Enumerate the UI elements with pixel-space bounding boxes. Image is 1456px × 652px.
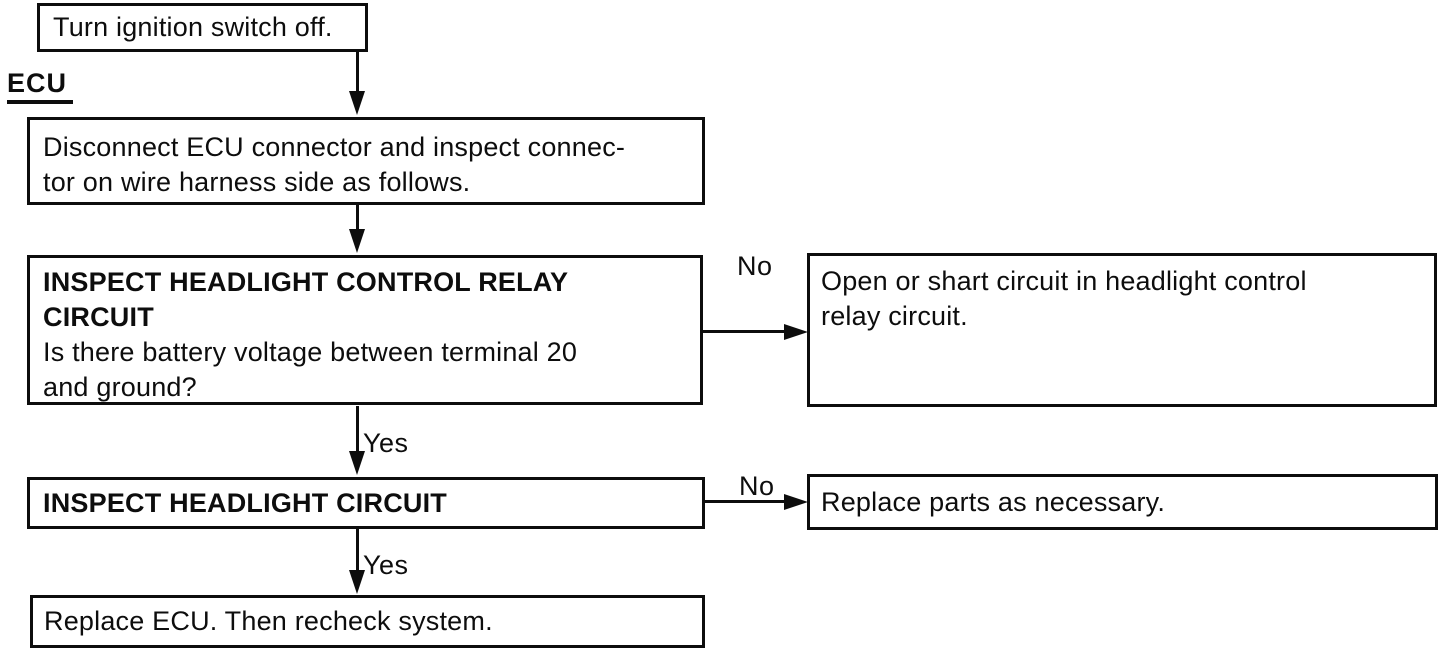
node-inspect-headlight-title: INSPECT HEADLIGHT CIRCUIT: [43, 487, 448, 518]
ecu-section-heading: ECU: [7, 68, 74, 104]
node-replace-parts-text: Replace parts as necessary.: [821, 486, 1166, 517]
branch-label-relay-yes: Yes: [363, 428, 409, 458]
connector-line-1: [356, 51, 359, 95]
branch-label-headlight-no: No: [739, 471, 775, 501]
arrowhead-down-icon: [349, 570, 365, 594]
node-turn-ignition-off-text: Turn ignition switch off.: [53, 12, 333, 42]
arrowhead-down-icon: [349, 91, 365, 115]
branch-label-headlight-yes: Yes: [363, 550, 409, 580]
node-open-short-circuit: Open or shart circuit in headlight contr…: [807, 253, 1437, 407]
node-disconnect-line-1: Disconnect ECU connector and inspect con…: [43, 132, 626, 162]
node-open-short-line-1: Open or shart circuit in headlight contr…: [821, 266, 1307, 296]
node-replace-ecu-text: Replace ECU. Then recheck system.: [44, 606, 493, 636]
node-inspect-relay-title-1: INSPECT HEADLIGHT CONTROL RELAY: [43, 267, 569, 297]
connector-line-2: [356, 204, 359, 232]
node-inspect-relay-circuit: INSPECT HEADLIGHT CONTROL RELAY CIRCUIT …: [27, 255, 703, 405]
node-disconnect-ecu-connector: Disconnect ECU connector and inspect con…: [27, 117, 705, 205]
branch-label-relay-no: No: [737, 251, 773, 281]
arrowhead-down-icon: [349, 451, 365, 475]
node-replace-ecu: Replace ECU. Then recheck system.: [30, 595, 705, 648]
connector-line-relay-yes: [356, 406, 359, 452]
node-open-short-line-2: relay circuit.: [821, 301, 968, 331]
connector-line-relay-no: [703, 330, 785, 333]
connector-line-headlight-yes: [356, 529, 359, 572]
node-inspect-relay-question-1: Is there battery voltage between termina…: [43, 337, 578, 367]
arrowhead-right-icon: [784, 324, 808, 340]
node-disconnect-line-2: tor on wire harness side as follows.: [43, 167, 471, 197]
connector-line-headlight-no: [705, 500, 785, 503]
node-inspect-headlight-circuit: INSPECT HEADLIGHT CIRCUIT: [27, 477, 705, 529]
node-inspect-relay-title-2: CIRCUIT: [43, 302, 154, 332]
arrowhead-down-icon: [349, 229, 365, 253]
arrowhead-right-icon: [784, 494, 808, 510]
node-inspect-relay-question-2: and ground?: [43, 372, 197, 402]
node-turn-ignition-off: Turn ignition switch off.: [37, 3, 368, 52]
node-replace-parts: Replace parts as necessary.: [807, 474, 1438, 530]
